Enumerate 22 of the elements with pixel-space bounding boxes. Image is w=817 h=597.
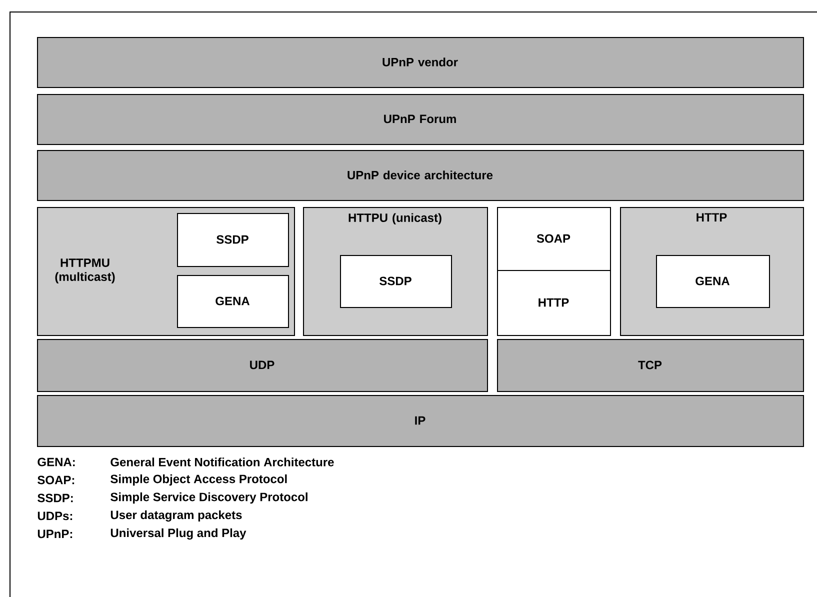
layer-box: SSDP xyxy=(177,213,289,267)
layer-box: UPnP device architecture xyxy=(37,150,804,201)
abbreviation: GENA: xyxy=(38,458,75,466)
abbreviation: UDPs: xyxy=(38,512,72,520)
layer-box: UPnP vendor xyxy=(37,37,804,88)
layer-box: SSDP xyxy=(340,255,452,308)
layer-box: IP xyxy=(37,394,804,447)
layer-box: UDP xyxy=(37,339,488,392)
layer-box: HTTP xyxy=(497,270,611,336)
abbreviation: SSDP: xyxy=(38,494,73,502)
definition-text: Simple Object Access Protocol xyxy=(110,474,287,486)
definition-text: User datagram packets xyxy=(110,510,242,522)
layer-box: GENA xyxy=(656,255,770,308)
definition-text: Universal Plug and Play xyxy=(110,528,246,540)
layer-box: UPnP Forum xyxy=(37,94,804,145)
definition-text: Simple Service Discovery Protocol xyxy=(110,492,308,504)
layer-box: GENA xyxy=(177,275,289,328)
abbreviation: UPnP: xyxy=(38,530,72,538)
definition-text: General Event Notification Architecture xyxy=(110,458,334,466)
abbreviation: SOAP: xyxy=(38,476,74,484)
layer-box: SOAP xyxy=(497,207,611,271)
layer-box: TCP xyxy=(497,339,804,392)
